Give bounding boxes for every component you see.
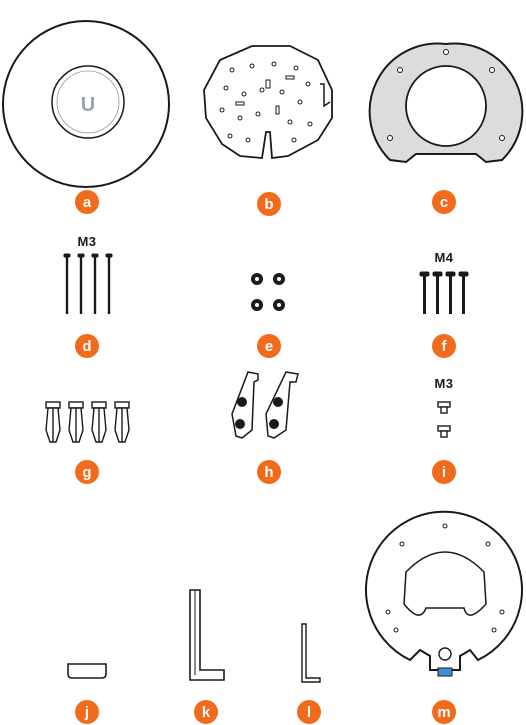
part-badge-h: h bbox=[257, 460, 281, 484]
part-badge-b: b bbox=[257, 192, 281, 216]
part-badge-e: e bbox=[257, 334, 281, 358]
short-screws-icon bbox=[419, 271, 469, 314]
clips-icon bbox=[231, 371, 299, 439]
part-c bbox=[368, 42, 524, 176]
part-e bbox=[249, 271, 289, 311]
part-l bbox=[298, 622, 322, 686]
size-label-d: M3 bbox=[77, 234, 97, 249]
svg-text:U: U bbox=[81, 94, 95, 116]
cover-cap-icon bbox=[67, 663, 107, 679]
wall-anchors-icon bbox=[45, 401, 130, 443]
part-badge-f: f bbox=[432, 334, 456, 358]
access-point-icon: U bbox=[2, 20, 170, 188]
part-badge-m: m bbox=[432, 700, 456, 724]
part-j bbox=[66, 660, 108, 680]
part-g bbox=[44, 401, 134, 446]
part-badge-a: a bbox=[75, 190, 99, 214]
part-f bbox=[418, 271, 472, 316]
small-hex-key-icon bbox=[301, 623, 321, 683]
part-badge-k: k bbox=[194, 700, 218, 724]
part-k bbox=[186, 588, 226, 684]
part-b bbox=[200, 40, 340, 170]
mounting-plate-icon bbox=[365, 510, 523, 677]
part-a: U bbox=[0, 18, 172, 190]
washers-icon bbox=[251, 273, 285, 311]
part-badge-d: d bbox=[75, 334, 99, 358]
part-i bbox=[436, 400, 452, 440]
part-d bbox=[60, 253, 116, 316]
part-badge-i: i bbox=[432, 460, 456, 484]
part-badge-c: c bbox=[432, 190, 456, 214]
part-badge-l: l bbox=[297, 700, 321, 724]
mounting-bracket-icon bbox=[203, 45, 333, 160]
part-badge-j: j bbox=[75, 700, 99, 724]
size-label-i: M3 bbox=[434, 376, 454, 391]
size-label-f: M4 bbox=[434, 250, 454, 265]
small-screws-icon bbox=[437, 401, 451, 438]
long-screws-icon bbox=[63, 253, 113, 314]
part-badge-g: g bbox=[75, 460, 99, 484]
large-hex-key-icon bbox=[189, 589, 225, 681]
part-m bbox=[365, 510, 524, 680]
part-h bbox=[228, 370, 308, 442]
ring-plate-icon bbox=[368, 42, 524, 164]
